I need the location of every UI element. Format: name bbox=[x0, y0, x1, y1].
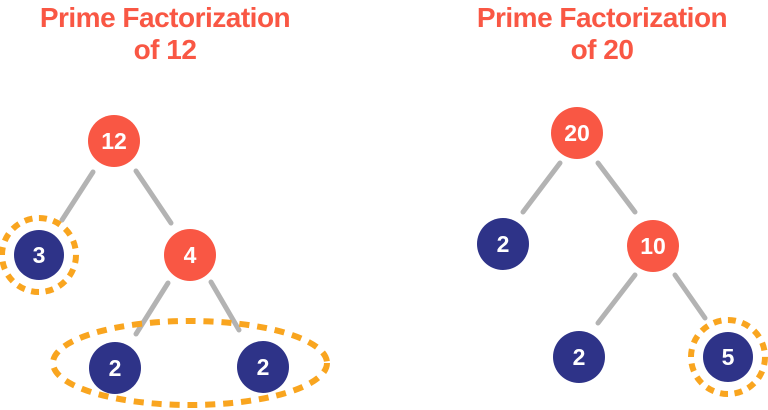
edge-10-5 bbox=[672, 272, 708, 321]
highlight-ellipse-2x2 bbox=[50, 318, 330, 408]
edge-10-2 bbox=[595, 272, 638, 326]
node-12: 12 bbox=[88, 115, 140, 167]
title-line-2: of 20 bbox=[570, 34, 634, 65]
edge-4-2b bbox=[208, 279, 242, 333]
title-line-2: of 12 bbox=[133, 34, 197, 65]
node-2d: 2 bbox=[553, 331, 605, 383]
node-3: 3 bbox=[14, 230, 64, 280]
highlight-ring-3 bbox=[0, 215, 79, 295]
edge-20-10 bbox=[595, 160, 638, 215]
node-10: 10 bbox=[627, 220, 679, 272]
edge-12-4 bbox=[133, 168, 174, 226]
tree-title-20: Prime Factorization of 20 bbox=[448, 2, 756, 66]
edge-12-3 bbox=[59, 169, 96, 223]
node-20: 20 bbox=[551, 107, 603, 159]
highlight-ring-5 bbox=[688, 317, 768, 397]
node-2a: 2 bbox=[89, 342, 141, 394]
node-2c: 2 bbox=[477, 218, 529, 270]
title-line-1: Prime Factorization bbox=[39, 2, 291, 33]
title-line-1: Prime Factorization bbox=[476, 2, 728, 33]
node-4: 4 bbox=[164, 229, 216, 281]
tree-title-12: Prime Factorization of 12 bbox=[14, 2, 316, 66]
edge-20-2 bbox=[520, 160, 563, 215]
node-2b: 2 bbox=[237, 341, 289, 393]
node-5: 5 bbox=[703, 332, 753, 382]
